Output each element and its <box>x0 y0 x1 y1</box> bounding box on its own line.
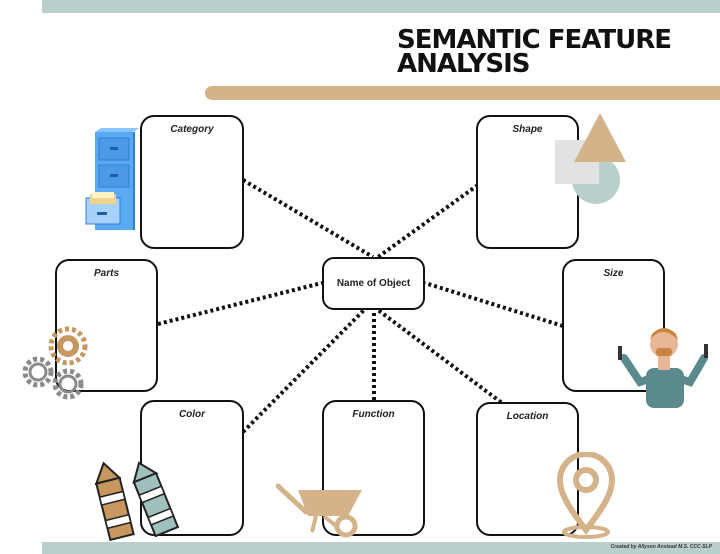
title-line-2: ANALYSIS <box>397 49 530 79</box>
person-measuring-icon <box>618 328 708 408</box>
title-accent-bar <box>205 86 720 100</box>
top-banner-bar <box>42 0 720 13</box>
file-cabinet-icon <box>85 128 139 230</box>
connector-parts <box>157 281 323 326</box>
shapes-icon <box>555 113 626 204</box>
node-shape-label: Shape <box>512 124 543 135</box>
connector-size <box>424 281 564 328</box>
footer-credit: Created by Allyson Anstead M.S. CCC-SLP <box>610 544 712 550</box>
node-color-label: Color <box>178 409 206 420</box>
crayons-icon <box>94 461 180 542</box>
map-pin-icon <box>556 452 616 539</box>
node-category-label: Category <box>170 124 214 135</box>
node-parts-label: Parts <box>93 268 119 279</box>
node-category: Category <box>140 115 244 249</box>
title-line-1: SEMANTIC FEATURE <box>397 25 672 55</box>
gears-icon <box>22 326 88 400</box>
node-location-label: Location <box>506 411 549 422</box>
connector-shape <box>376 183 480 259</box>
wheelbarrow-icon <box>276 483 362 538</box>
node-size-label: Size <box>603 268 624 279</box>
node-size: Size <box>562 259 665 392</box>
page-title: SEMANTIC FEATURE ANALYSIS <box>397 25 697 79</box>
center-node-label: Name of Object <box>336 278 411 289</box>
connector-location <box>376 308 508 408</box>
connector-color <box>241 308 366 434</box>
node-function-label: Function <box>352 409 395 420</box>
connector-category <box>241 178 375 259</box>
bottom-banner-bar <box>42 542 720 554</box>
center-node: Name of Object <box>322 257 425 310</box>
